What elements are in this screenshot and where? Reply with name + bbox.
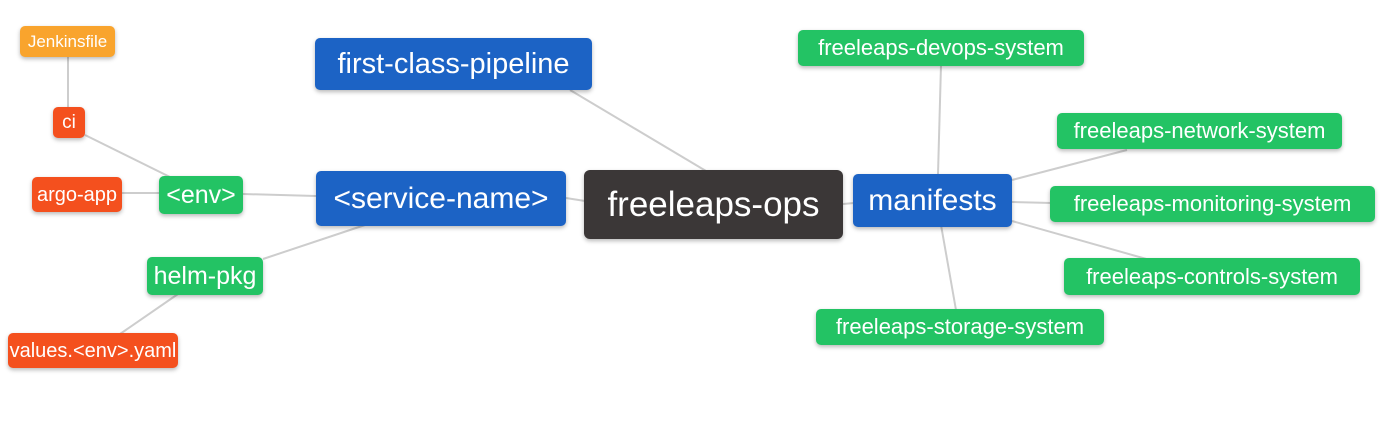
edge-env-to-service-name <box>242 193 317 197</box>
edge-ci-to-env <box>84 134 173 179</box>
node-jenkinsfile[interactable]: Jenkinsfile <box>20 26 115 57</box>
edge-manifests-to-freeleaps-monitoring-system <box>1011 201 1053 204</box>
node-first-class-pipeline[interactable]: first-class-pipeline <box>315 38 592 90</box>
node-freeleaps-devops-system[interactable]: freeleaps-devops-system <box>798 30 1084 66</box>
node-freeleaps-storage-system[interactable]: freeleaps-storage-system <box>816 309 1104 345</box>
node-service-name[interactable]: <service-name> <box>316 171 566 226</box>
node-freeleaps-ops[interactable]: freeleaps-ops <box>584 170 843 239</box>
node-argo-app[interactable]: argo-app <box>32 177 122 212</box>
node-freeleaps-network-system[interactable]: freeleaps-network-system <box>1057 113 1342 149</box>
node-freeleaps-monitoring-system[interactable]: freeleaps-monitoring-system <box>1050 186 1375 222</box>
edge-manifests-to-freeleaps-controls-system <box>1011 220 1151 261</box>
node-values-env-yaml[interactable]: values.<env>.yaml <box>8 333 178 368</box>
edge-helm-pkg-to-values-env-yaml <box>119 293 179 335</box>
edge-service-name-to-helm-pkg <box>262 224 366 260</box>
edge-service-name-to-freeleaps-ops <box>565 197 586 202</box>
node-manifests[interactable]: manifests <box>853 174 1012 227</box>
edge-manifests-to-freeleaps-network-system <box>1011 149 1128 181</box>
edge-manifests-to-freeleaps-devops-system <box>937 64 942 175</box>
node-env[interactable]: <env> <box>159 176 243 214</box>
edge-manifests-to-freeleaps-storage-system <box>940 224 957 311</box>
node-helm-pkg[interactable]: helm-pkg <box>147 257 263 295</box>
node-ci[interactable]: ci <box>53 107 85 138</box>
edge-first-class-pipeline-to-freeleaps-ops <box>569 89 707 172</box>
node-freeleaps-controls-system[interactable]: freeleaps-controls-system <box>1064 258 1360 295</box>
